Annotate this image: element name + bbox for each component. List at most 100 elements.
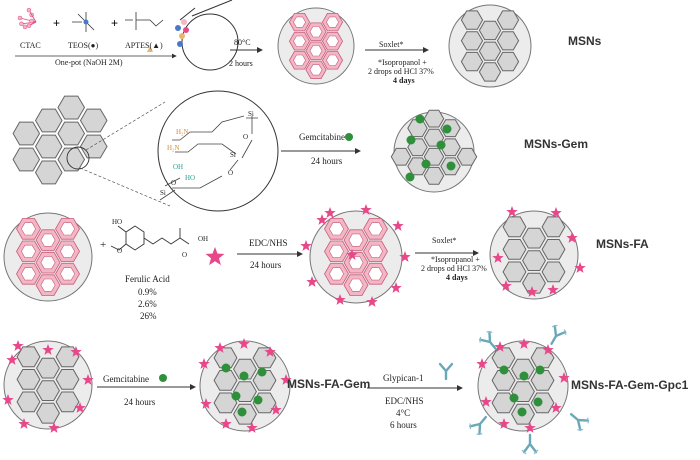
pore [522,227,546,249]
aminopropyl-chains [172,115,245,155]
pore-core [40,278,56,292]
fa-star-icon [316,214,328,225]
fa-star-icon [399,251,411,262]
zoom-source-circle [66,146,90,170]
fa-star-icon [205,247,225,266]
gemcitabine-dot [231,391,241,401]
pore [12,121,41,146]
pore [491,370,516,391]
zoom-guide-line [85,101,166,151]
msns-gem-particle [390,109,478,193]
si-label-3: Si [160,189,166,197]
pore [34,108,63,133]
fa-star-icon [526,286,538,297]
pore [36,357,60,379]
gemcitabine-dot [533,397,543,407]
teos-dot-icon [83,19,89,25]
templated-particle-3 [3,212,93,302]
h2n-label-2: H₂N [167,144,180,152]
pore-core [21,267,36,281]
gemcitabine-dot [535,365,545,375]
pore-core [21,222,36,236]
mol-o-methoxy-label: O [117,247,123,255]
fa-star-icon [42,344,54,355]
ctac-tail [28,9,37,23]
fa-star-icon [500,280,512,291]
pore [491,347,516,369]
pore-core [309,64,323,76]
teos-label: TEOS(●) [68,41,99,50]
pore [460,10,484,30]
antibody-tip [479,331,493,343]
fa-star-icon [524,422,536,433]
o-label-2: O [228,169,234,177]
pore [390,147,412,166]
gemcitabine-icon [159,374,167,382]
pore-core [40,256,56,270]
pore [79,108,108,133]
fa-star-icon [480,396,492,407]
msns-particle [448,4,532,88]
pore [423,166,445,185]
gemcitabine-dot [519,371,529,381]
antibody-arm [522,433,538,454]
antibody-icon [479,330,497,351]
soxlet-label-3: Soxlet* [432,236,457,245]
fa-star-icon [214,342,226,353]
pore [502,216,527,238]
ctac-head [17,15,23,21]
ctac-head [22,24,28,30]
fa-star-icon [198,358,210,369]
pore-core [326,35,339,47]
pore [522,272,546,294]
ctac-label: CTAC [20,41,41,50]
percent-label-2: 2.6% [138,299,157,309]
pore [16,391,41,413]
pore [57,121,86,146]
teos-structure [72,12,95,32]
antibody-arm [569,413,590,431]
gemcitabine-dot [436,140,446,150]
temp-label-4: 4°C [396,408,411,418]
pore-core [40,233,56,247]
fa-star-icon [498,418,510,429]
cond1-label: *Isopropanol + [378,58,427,67]
mol-o-carbonyl-label: O [182,251,188,259]
fa-templated-particle [309,210,403,304]
o-label-1: O [243,133,249,141]
pore [478,41,502,61]
pore-core [309,45,323,57]
days-label-3: 4 days [446,273,468,282]
fa-star-icon [550,207,562,218]
fa-star-icon [220,418,232,429]
pore [55,369,80,390]
antibody-tip [521,449,539,455]
fa-star-icon [2,394,14,405]
pore [34,160,63,185]
antibody-tip [469,423,483,435]
gemcitabine-dot [257,367,267,377]
fa-star-icon [566,232,578,243]
h2n-label-1: H₂N [176,128,189,136]
time-label-3: 24 hours [250,260,282,270]
msns-gem-product-label: MSNs-Gem [524,137,589,151]
fa-star-icon [200,398,212,409]
assembly-dot [177,41,183,47]
cond1-label-3: *Isopropanol + [431,255,480,264]
micelle-line [179,7,196,21]
msns-fa-particle [489,210,579,300]
fa-star-icon [306,276,318,287]
mol-oh-label: OH [198,235,209,243]
mol-ho-label: HO [112,218,123,226]
soxlet-label: Soxlet* [379,40,404,49]
pore-core [348,233,364,247]
gemcitabine-dot [406,135,416,145]
pore [233,358,257,380]
ctac-head [26,7,32,13]
gemcitabine-icon [345,133,353,141]
pore-core [60,222,76,236]
antibody-icon [569,413,590,431]
assembly-dot [181,19,187,25]
fa-star-icon [334,294,346,305]
one-pot-label: One-pot (NaOH 2M) [55,58,123,67]
